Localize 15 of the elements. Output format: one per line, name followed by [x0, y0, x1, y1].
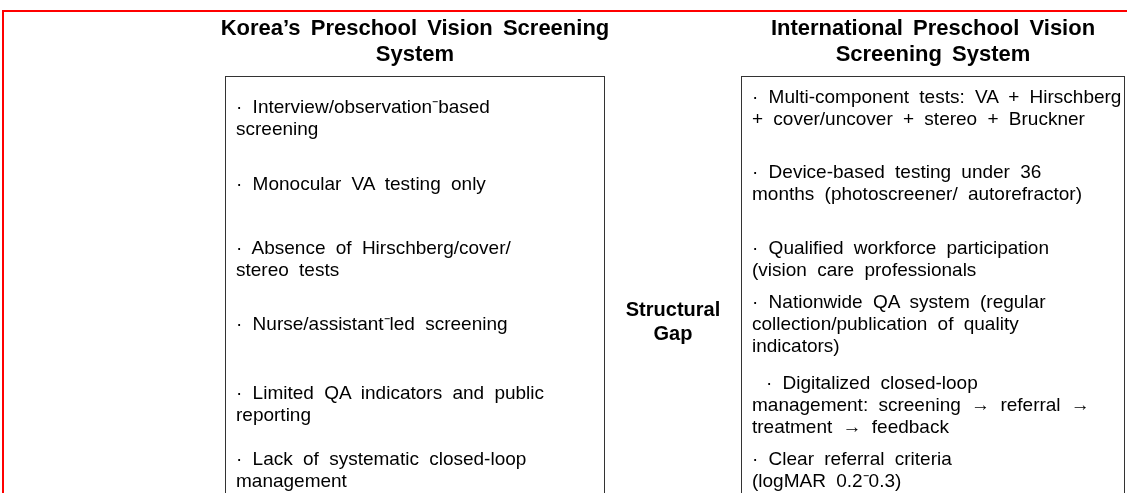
panel-heading: International Preschool Vision Screening System — [769, 15, 1097, 67]
bullet-item: · Interview/observation⁻based screening — [236, 96, 491, 140]
bullet-item: · Qualified workforce participation (vision care professionals — [752, 237, 1050, 281]
bullet-item: · Limited QA indicators and public reporting — [236, 382, 546, 426]
bullet-item: · Multi-component tests: VA + Hirschberg + cover/uncover + stereo + Bruckner — [752, 86, 1122, 130]
bullet-item: · Lack of systematic closed-loop management — [236, 448, 528, 492]
panel-heading: Korea’s Preschool Vision Screening System — [219, 15, 611, 67]
bullet-item: · Nurse/assistant⁻led screening — [236, 313, 509, 335]
bullet-item: · Digitalized closed-loop management: screening → referral → treatment → feedback — [752, 372, 1091, 438]
gap-label: Structural Gap — [624, 297, 722, 345]
bullet-item: · Absence of Hirschberg/cover/ stereo tests — [236, 237, 512, 281]
bullet-item: · Nationwide QA system (regular collection/publication of quality indicators) — [752, 291, 1047, 357]
bullet-item: · Clear referral criteria (logMAR 0.2⁻0.3) — [752, 448, 953, 492]
bullet-item: · Monocular VA testing only — [236, 173, 487, 195]
bullet-item: · Device-based testing under 36 months (photoscreener/ autorefractor) — [752, 161, 1082, 205]
